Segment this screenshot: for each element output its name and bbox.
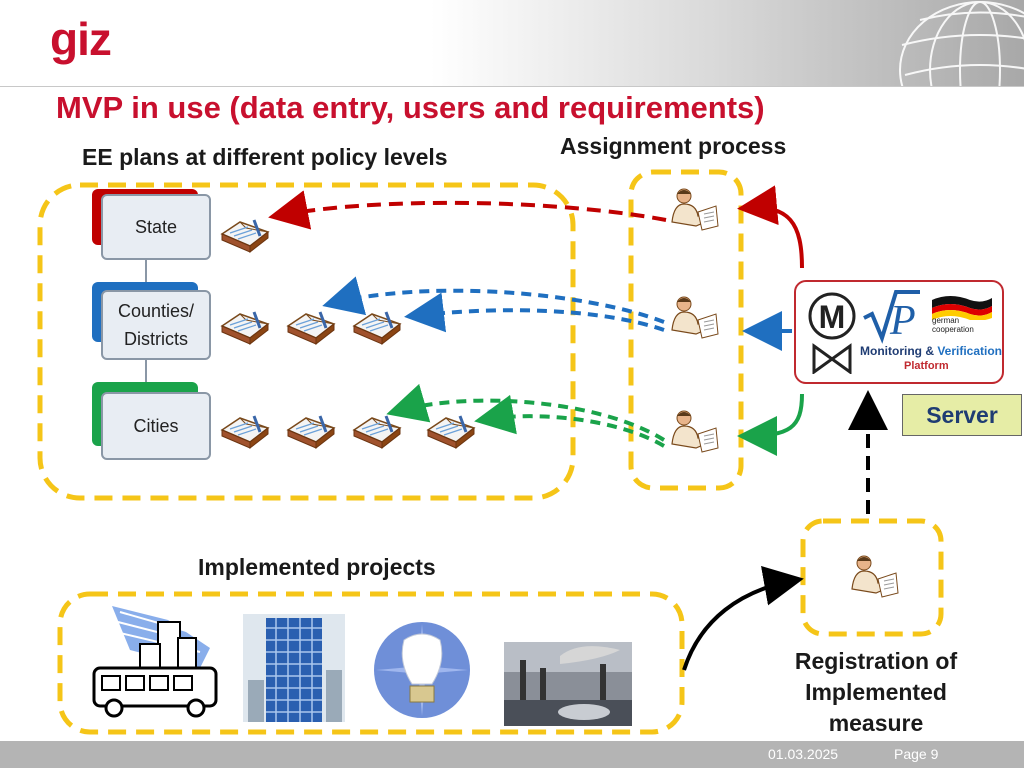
level-cities: Cities (101, 392, 211, 460)
slide-title: MVP in use (data entry, users and requir… (56, 90, 765, 125)
mvp-subtitle: Monitoring & Verification (860, 344, 1002, 358)
registrar-person-icon (851, 555, 899, 598)
counties-assignment-arrow-1 (322, 276, 665, 324)
germany-flag-icon (932, 296, 992, 320)
server-to-cities-arrow (737, 393, 804, 456)
assignment-heading: Assignment process (560, 133, 787, 159)
cities-assignment-arrow-1 (386, 383, 666, 442)
mvp-valve-icon: M (808, 292, 856, 374)
counties-assignment-arrow-2 (404, 292, 665, 333)
book-icon (352, 414, 402, 450)
globe-icon (899, 1, 1024, 86)
footer-date: 01.03.2025 (768, 746, 839, 762)
mvp-vp-logo: P (863, 290, 920, 344)
ee-plans-heading: EE plans at different policy levels (82, 144, 448, 170)
assigner-person-icon (671, 296, 719, 339)
book-icon (286, 414, 336, 450)
assigner-person-icon (671, 410, 719, 453)
level-state: State (101, 194, 211, 260)
german-cooperation-text: german cooperation (932, 316, 974, 334)
partner-line2: cooperation (932, 325, 974, 334)
ee-plans-container (37, 182, 576, 501)
header-bar (0, 0, 1024, 86)
book-icon (286, 310, 336, 346)
footer-bar (0, 741, 1024, 768)
assigner-person-icon (671, 188, 719, 231)
footer-page-number: Page 9 (894, 746, 939, 762)
level-counties: Counties/ Districts (101, 290, 211, 360)
bus-city-image (92, 606, 218, 718)
assignment-container (628, 169, 744, 491)
book-icon (220, 414, 270, 450)
giz-logo: giz (50, 13, 112, 65)
mvp-platform-box: M P german cooperation Monitoring & Veri… (794, 280, 1004, 384)
server-label: Server (902, 394, 1022, 436)
lightbulb-image (374, 622, 470, 718)
mvp-verification-text: Verification (937, 344, 1003, 358)
state-assignment-arrow (268, 190, 667, 230)
book-icon (426, 414, 476, 450)
building-image (243, 614, 345, 722)
projects-to-registration-arrow (682, 565, 804, 671)
level-state-label: State (134, 216, 178, 237)
svg-text:M: M (819, 299, 846, 335)
book-icon (220, 218, 270, 254)
svg-text:P: P (889, 298, 916, 344)
implemented-heading: Implemented projects (198, 554, 436, 580)
level-cities-label: Cities (133, 415, 179, 436)
mvp-monitoring-text: Monitoring & (860, 344, 934, 358)
cities-assignment-arrow-2 (474, 394, 666, 448)
industry-image (504, 642, 632, 726)
book-icon (352, 310, 402, 346)
partner-line1: german (932, 316, 960, 325)
header-divider (0, 86, 1024, 87)
registration-label: Registration of Implemented measure (794, 648, 958, 736)
mvp-platform-text: Platform (904, 360, 949, 372)
server-to-state-arrow (737, 185, 804, 269)
projects-container (57, 591, 685, 735)
level-counties-label: Counties/ Districts (117, 301, 195, 349)
book-icon (220, 310, 270, 346)
